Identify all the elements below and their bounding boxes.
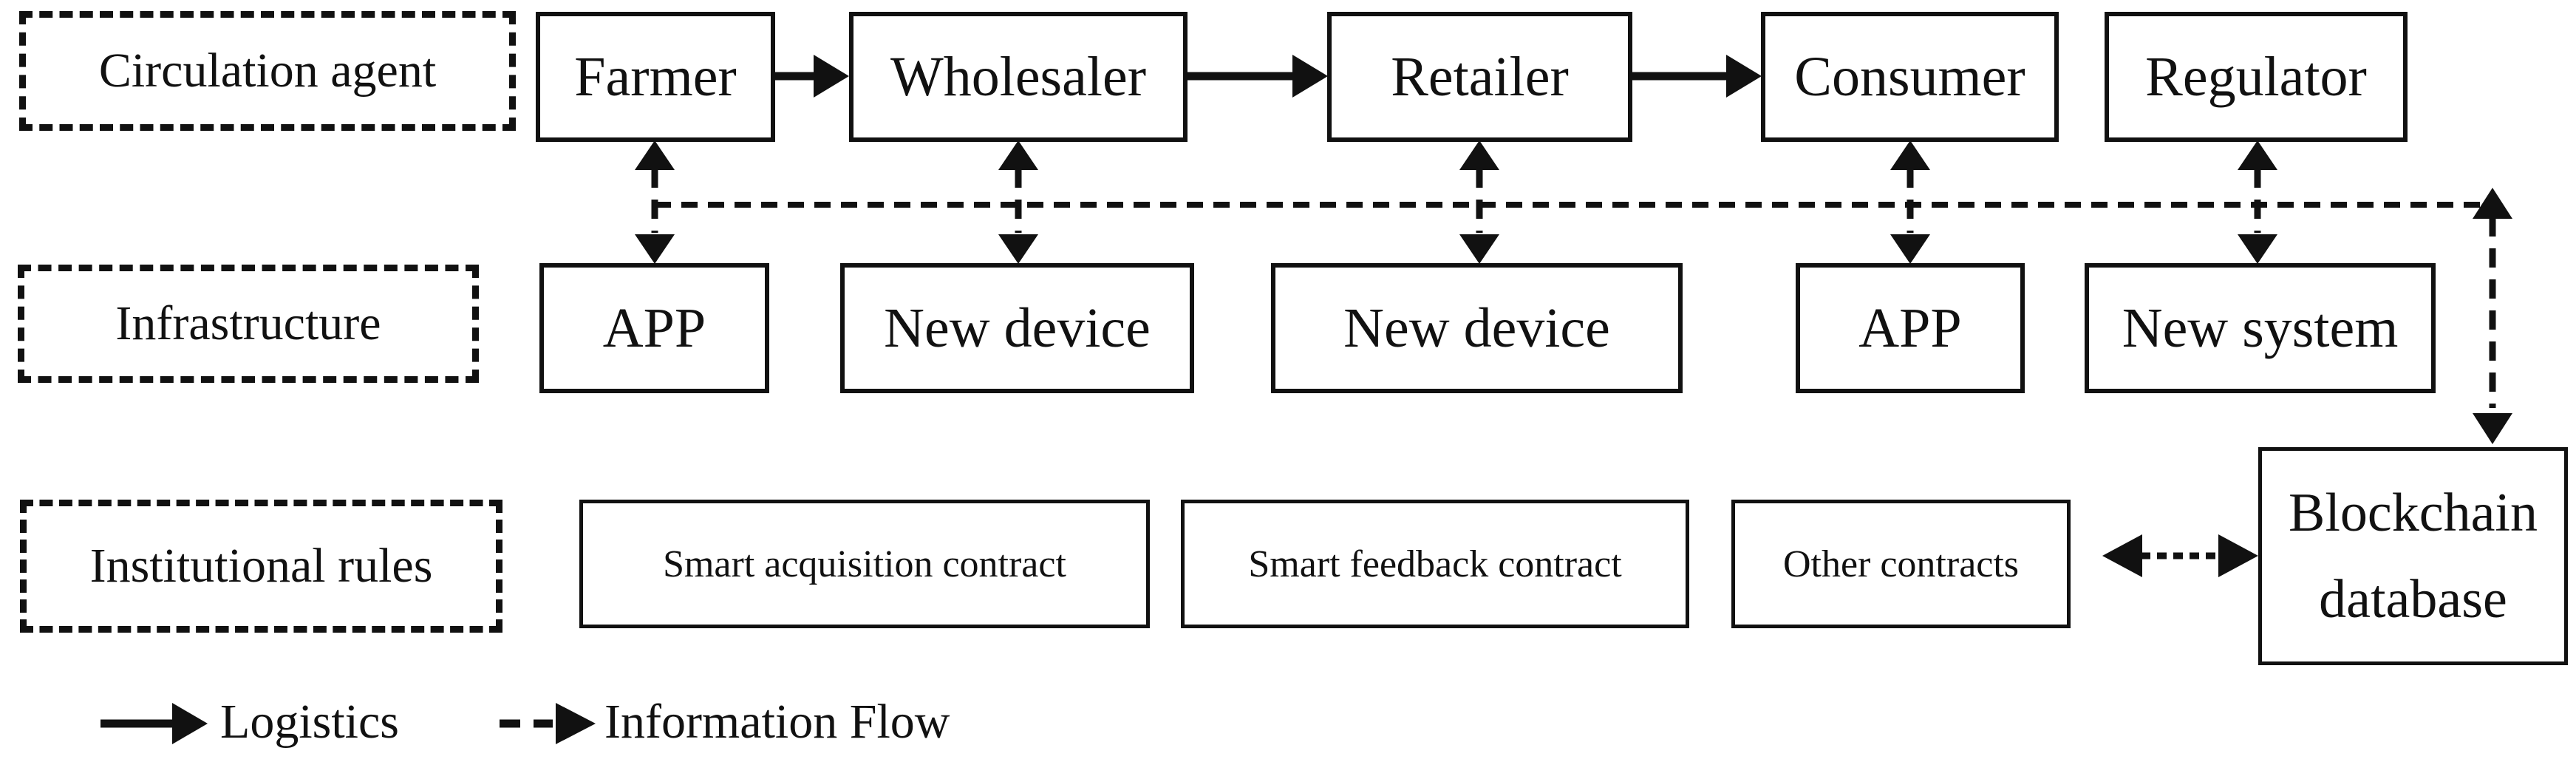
contract-box-smart-feedback: Smart feedback contract — [1181, 500, 1689, 628]
agent-box-regulator: Regulator — [2105, 12, 2408, 142]
logistics-arrow-wholesaler-to-retailer — [1188, 55, 1328, 98]
info-arrow-consumer-app — [1890, 140, 1930, 264]
infra-box-new-device-wholesaler: New device — [840, 263, 1194, 393]
info-arrow-retailer-new-device — [1459, 140, 1499, 264]
infra-label: New device — [1343, 296, 1610, 359]
row-label-text: Infrastructure — [115, 296, 381, 350]
info-arrow-regulator-new-system — [2238, 140, 2277, 264]
contract-label: Smart feedback contract — [1248, 542, 1622, 585]
logistics-arrow-farmer-to-wholesaler — [775, 55, 849, 98]
legend-information-flow-label: Information Flow — [604, 695, 950, 749]
infra-label: New system — [2122, 296, 2399, 359]
contract-label: Smart acquisition contract — [663, 542, 1066, 585]
infra-label: APP — [602, 296, 706, 359]
infra-label: APP — [1858, 296, 1962, 359]
database-label-line1: Blockchain — [2288, 482, 2538, 543]
legend-logistics-label: Logistics — [220, 695, 399, 749]
agent-label: Consumer — [1794, 45, 2025, 108]
legend-information-flow-arrow — [500, 703, 596, 744]
agent-box-wholesaler: Wholesaler — [849, 12, 1188, 142]
agent-label: Wholesaler — [890, 45, 1147, 108]
infra-box-new-system: New system — [2085, 263, 2436, 393]
row-label-text: Circulation agent — [98, 44, 437, 98]
contract-box-smart-acquisition: Smart acquisition contract — [579, 500, 1150, 628]
legend-logistics-arrow — [100, 703, 208, 744]
agent-box-retailer: Retailer — [1327, 12, 1632, 142]
contract-box-other-contracts: Other contracts — [1731, 500, 2071, 628]
agent-label: Retailer — [1391, 45, 1569, 108]
agent-box-consumer: Consumer — [1761, 12, 2059, 142]
row-label-infrastructure: Infrastructure — [18, 265, 479, 383]
blockchain-database-box: Blockchain database — [2258, 447, 2568, 665]
infra-box-app-consumer: APP — [1796, 263, 2025, 393]
info-arrow-contracts-database — [2102, 534, 2258, 577]
logistics-arrow-retailer-to-consumer — [1632, 55, 1762, 98]
contract-label: Other contracts — [1782, 542, 2020, 585]
agent-box-farmer: Farmer — [536, 12, 775, 142]
infra-box-new-device-retailer: New device — [1271, 263, 1683, 393]
info-arrow-bus-to-database — [2473, 188, 2512, 444]
row-label-text: Institutional rules — [89, 539, 433, 593]
row-label-institutional-rules: Institutional rules — [20, 500, 502, 633]
agent-label: Regulator — [2145, 45, 2367, 108]
info-arrow-farmer-app — [635, 140, 675, 264]
agent-label: Farmer — [574, 45, 737, 108]
info-arrow-wholesaler-new-device — [998, 140, 1038, 264]
row-label-circulation-agent: Circulation agent — [19, 11, 516, 131]
database-label-line2: database — [2319, 568, 2507, 630]
infra-label: New device — [884, 296, 1151, 359]
infra-box-app-farmer: APP — [539, 263, 769, 393]
